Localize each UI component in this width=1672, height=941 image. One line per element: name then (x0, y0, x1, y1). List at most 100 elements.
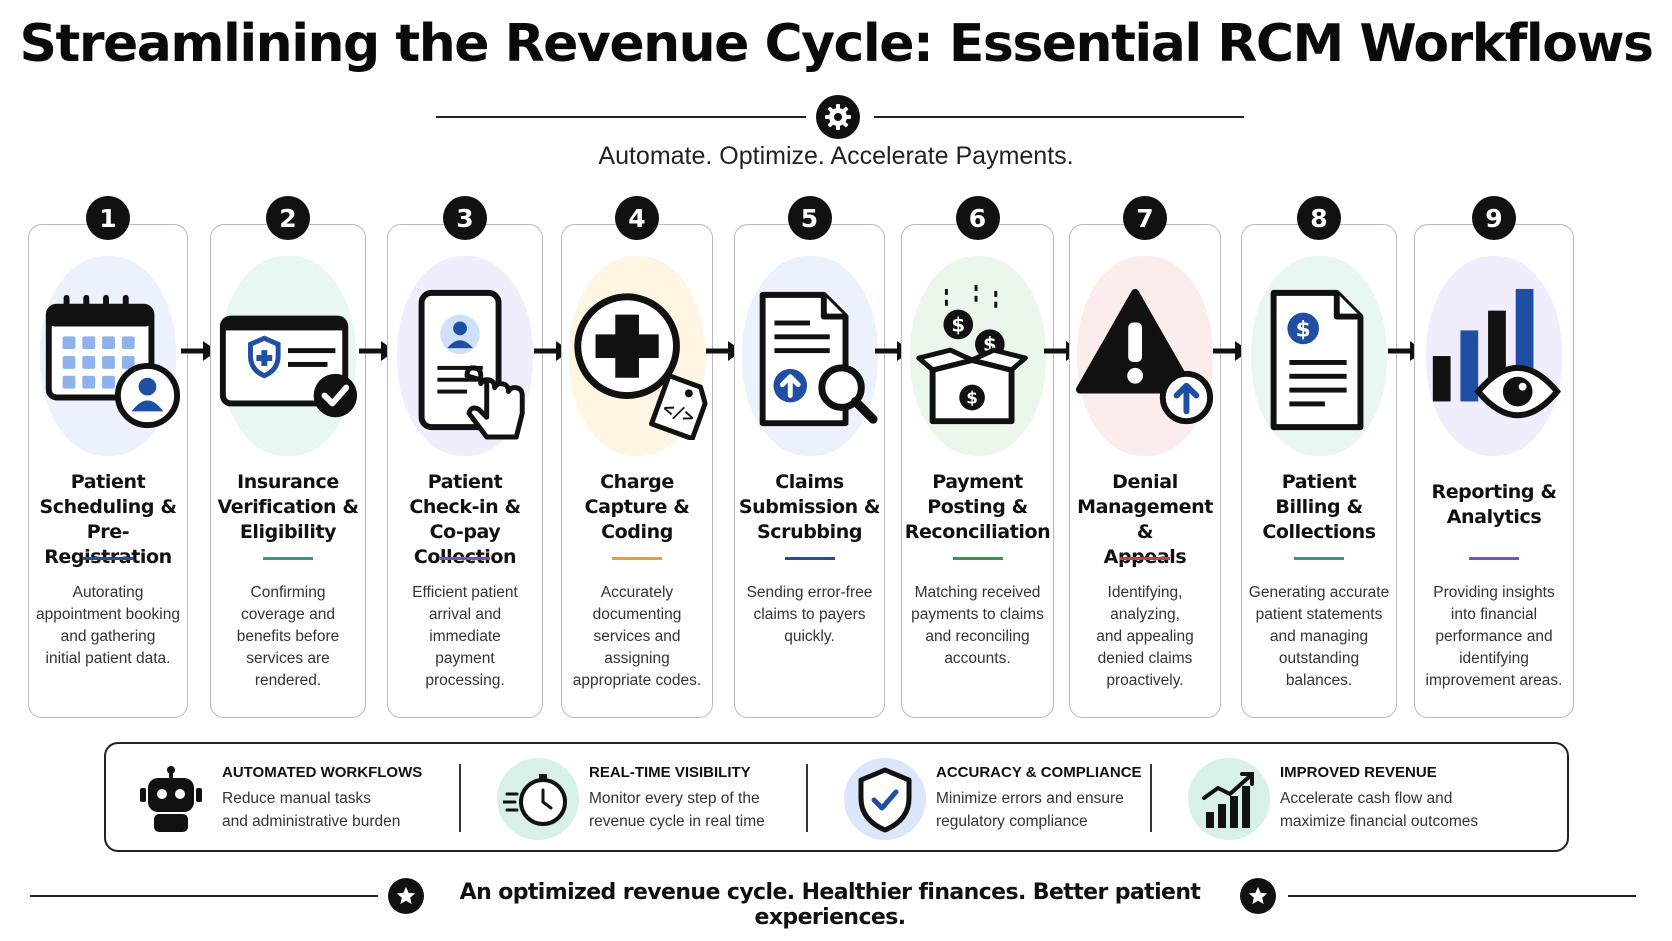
card-description-line: into financial (1450, 606, 1538, 623)
card-description-line: processing. (425, 672, 505, 689)
star-icon (1248, 886, 1268, 905)
card-description-line: payments to claims (911, 606, 1044, 623)
footer-star-left (388, 878, 424, 914)
card-title-line: Charge (600, 471, 674, 493)
card-description-line: services and (593, 628, 681, 645)
card-title-line: Patient (1281, 471, 1357, 493)
card-icon-wrap (1419, 280, 1569, 450)
insurance-card-check-icon (219, 315, 358, 418)
title-rule-left (436, 116, 806, 118)
step-number-badge: 8 (1297, 196, 1341, 240)
footer-rule-left (30, 895, 378, 897)
card-title-line: Check-in & (409, 496, 521, 518)
card-description-line: coverage and (241, 606, 335, 623)
benefit-description-line: Monitor every step of the (589, 790, 760, 807)
card-description-line: assigning (604, 650, 670, 667)
benefit-description-line: regulatory compliance (936, 813, 1088, 830)
card-description-line: Providing insights (1433, 584, 1555, 601)
card-accent-rule (1294, 557, 1344, 560)
card-description-line: benefits before (236, 628, 340, 645)
benefit-description: Monitor every step of the revenue cycle i… (589, 787, 829, 833)
card-title-line: Patient (427, 471, 503, 493)
growth-chart-icon (1202, 772, 1254, 828)
robot-icon (140, 766, 202, 832)
card-description-line: identifying (1459, 650, 1529, 667)
benefit-description-line: revenue cycle in real time (589, 813, 765, 830)
card-description-line: improvement areas. (1425, 672, 1563, 689)
card-accent-rule (263, 557, 313, 560)
footer-star-right (1240, 878, 1276, 914)
card-accent-rule (952, 557, 1003, 560)
step-number-badge: 6 (955, 196, 1000, 240)
footer-tagline: An optimized revenue cycle. Healthier fi… (459, 880, 1201, 930)
step-number-badge: 5 (787, 196, 832, 240)
card-description-line: proactively. (1106, 672, 1184, 689)
card-description-line: Confirming (250, 584, 326, 601)
card-description-line: appointment booking (36, 606, 180, 623)
card-description-line: outstanding (1278, 650, 1360, 667)
card-title-line: Insurance (237, 471, 339, 493)
benefit-title: IMPROVED REVENUE (1280, 764, 1437, 781)
card-description-line: Generating accurate (1248, 584, 1390, 601)
benefit-title: AUTOMATED WORKFLOWS (222, 764, 423, 781)
card-description-line: services are (246, 650, 330, 667)
card-description-line: documenting (592, 606, 682, 623)
step-number-badge: 7 (1123, 196, 1167, 240)
card-description-line: Accurately (600, 584, 674, 601)
card-title-line: Pre-Registration (44, 521, 172, 568)
card-title-line: Capture & (584, 496, 690, 518)
benefit-divider (1150, 764, 1152, 832)
title-rule-right (874, 116, 1244, 118)
benefit-icon-backdrop (1188, 758, 1270, 840)
card-accent-rule (612, 557, 662, 560)
bar-chart-eye-icon (1432, 288, 1562, 419)
card-title-line: Claims (775, 471, 844, 493)
card-description-line: Matching received (914, 584, 1041, 601)
card-title-line: Eligibility (239, 521, 337, 543)
card-icon-wrap: $ (1244, 280, 1394, 450)
card-description-line: rendered. (254, 672, 322, 689)
card-description-line: and managing (1269, 628, 1369, 645)
card-description-line: balances. (1285, 672, 1353, 689)
card-title-line: Collections (1262, 521, 1376, 543)
benefit-description-line: Minimize errors and ensure (936, 790, 1124, 807)
page-title: Streamlining the Revenue Cycle: Essentia… (19, 14, 1654, 74)
card-description-line: denied claims (1097, 650, 1193, 667)
card-accent-rule (784, 557, 835, 560)
card-title-line: Scrubbing (756, 521, 863, 543)
star-icon (396, 886, 416, 905)
card-description: Identifying, analyzing, and appealing deni… (1071, 582, 1219, 692)
card-description-line: payment (435, 650, 495, 667)
card-title-line: Scheduling & (39, 496, 177, 518)
card-title-line: Co-pay Collection (414, 521, 517, 568)
benefit-icon-wrap (501, 764, 573, 834)
card-description-line: Identifying, analyzing, (1107, 584, 1183, 623)
step-number-badge: 3 (443, 196, 487, 240)
card-description: Confirming coverage and benefits before ser… (212, 582, 364, 692)
card-description-line: quickly. (784, 628, 835, 645)
card-title-line: Denial (1112, 471, 1178, 493)
card-description-line: claims to payers (753, 606, 866, 623)
card-icon-wrap (1070, 280, 1220, 450)
card-title: Reporting &Analytics (1414, 480, 1574, 530)
svg-text:$: $ (966, 387, 978, 407)
benefit-description-line: maximize financial outcomes (1280, 813, 1479, 830)
card-description-line: Autorating (72, 584, 144, 601)
card-title-line: Verification & (217, 496, 359, 518)
card-description: Sending error-free claims to payers quickl… (736, 582, 883, 648)
card-description-line: and appealing (1096, 628, 1194, 645)
card-description-line: Sending error-free (746, 584, 873, 601)
benefit-divider (459, 764, 461, 832)
benefit-icon-wrap (136, 764, 206, 834)
card-accent-rule (83, 557, 133, 560)
card-title-line: Patient (70, 471, 146, 493)
card-description-line: initial patient data. (45, 650, 171, 667)
